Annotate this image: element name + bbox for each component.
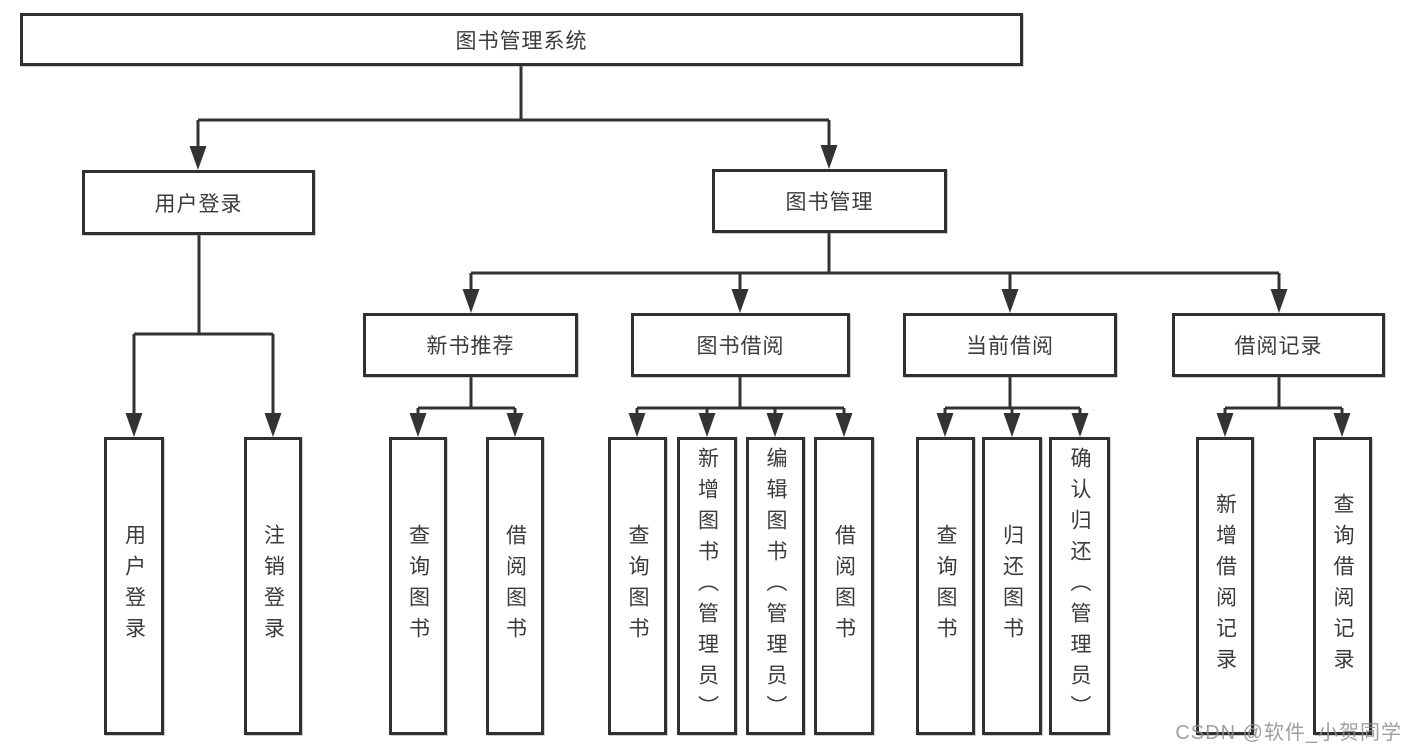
- node-current-borrow-label: 当前借阅: [966, 335, 1054, 358]
- node-book-management-label: 图书管理: [785, 191, 874, 214]
- leaf-logout: 注销登录: [244, 437, 302, 735]
- leaf-borrow-books-newrec-label: 借阅图书: [503, 524, 527, 648]
- node-book-borrow: 图书借阅: [631, 313, 850, 377]
- csdn-watermark: CSDN @软件_小贺同学: [1175, 722, 1402, 744]
- connector-bookborrow-drops: [635, 408, 846, 419]
- connector-newbookrec-trunk: [418, 377, 515, 410]
- leaf-query-borrow-record: 查询借阅记录: [1313, 437, 1372, 735]
- connector-bookmgmt-trunk: [471, 233, 1279, 275]
- leaf-edit-books-admin-label: 编辑图书（管理员）: [764, 446, 787, 726]
- leaf-query-books-borrow-label: 查询图书: [626, 524, 649, 648]
- leaf-return-books: 归还图书: [982, 437, 1042, 735]
- node-book-management: 图书管理: [712, 169, 947, 233]
- connector-borrowrecords-trunk: [1225, 377, 1342, 410]
- connector-userlogin-drops: [132, 334, 275, 418]
- connector-root-drops: [196, 120, 831, 152]
- leaf-edit-books-admin: 编辑图书（管理员）: [746, 437, 805, 735]
- leaf-logout-label: 注销登录: [261, 524, 285, 648]
- leaf-query-books-borrow: 查询图书: [608, 437, 667, 735]
- node-user-login: 用户登录: [82, 170, 315, 235]
- leaf-query-books-newrec: 查询图书: [389, 437, 447, 735]
- connector-borrowrecords-drops: [1223, 408, 1344, 419]
- connector-bookmgmt-drops: [469, 273, 1281, 295]
- node-new-book-recommend: 新书推荐: [363, 313, 578, 377]
- leaf-user-login: 用户登录: [104, 437, 164, 735]
- connector-currentborrow-trunk: [945, 377, 1080, 410]
- leaf-add-books-admin: 新增图书（管理员）: [677, 437, 737, 735]
- leaf-borrow-books-label: 借阅图书: [832, 524, 856, 648]
- leaf-user-login-label: 用户登录: [122, 524, 146, 648]
- node-current-borrow: 当前借阅: [903, 313, 1117, 377]
- node-new-book-recommend-label: 新书推荐: [426, 335, 515, 358]
- connector-newbookrec-drops: [416, 408, 517, 419]
- connector-bookborrow-trunk: [637, 377, 844, 410]
- leaf-borrow-books: 借阅图书: [814, 437, 874, 735]
- node-book-borrow-label: 图书借阅: [696, 335, 785, 358]
- connector-userlogin-trunk: [134, 235, 273, 336]
- leaf-query-borrow-record-label: 查询借阅记录: [1331, 493, 1354, 679]
- node-root-title: 图书管理系统: [20, 13, 1023, 66]
- leaf-add-books-admin-label: 新增图书（管理员）: [695, 446, 719, 726]
- leaf-return-books-label: 归还图书: [1000, 524, 1024, 648]
- leaf-confirm-return-admin: 确认归还（管理员）: [1049, 437, 1110, 735]
- node-root-label: 图书管理系统: [455, 29, 588, 53]
- node-borrow-records: 借阅记录: [1172, 313, 1385, 377]
- connector-root-trunk: [198, 66, 829, 122]
- leaf-query-books-current-label: 查询图书: [934, 524, 957, 648]
- leaf-add-borrow-record-label: 新增借阅记录: [1213, 493, 1237, 679]
- leaf-confirm-return-admin-label: 确认归还（管理员）: [1068, 446, 1091, 726]
- leaf-add-borrow-record: 新增借阅记录: [1196, 437, 1254, 735]
- leaf-query-books-current: 查询图书: [916, 437, 975, 735]
- node-borrow-records-label: 借阅记录: [1234, 335, 1323, 358]
- node-user-login-label: 用户登录: [154, 192, 243, 216]
- arrowheads: [125, 145, 1351, 437]
- leaf-query-books-newrec-label: 查询图书: [406, 524, 430, 648]
- leaf-borrow-books-newrec: 借阅图书: [486, 437, 544, 735]
